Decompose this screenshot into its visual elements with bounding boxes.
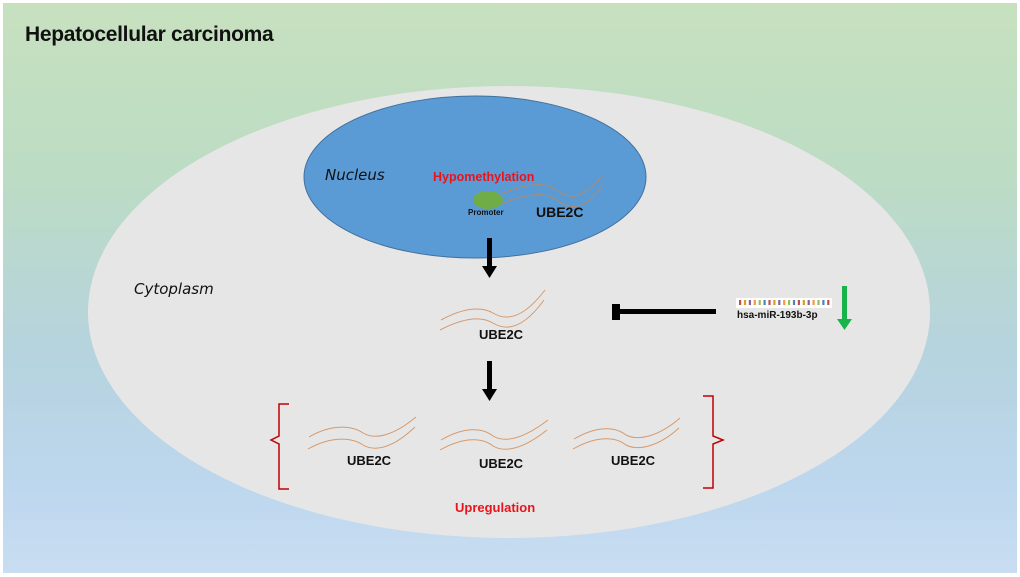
upregulated-mrna-1 [307,416,417,450]
down-arrow-2 [482,361,497,401]
upregulated-mrna-3 [572,417,681,450]
mirna-base [817,300,820,305]
mirna-base [792,300,796,305]
right-bracket [703,395,726,489]
mirna-base [807,300,810,305]
diagram-title: Hepatocellular carcinoma [25,23,274,46]
cell-ellipse [88,86,930,538]
mirna-icon [736,298,832,308]
inhibition-symbol [612,304,716,320]
mirna-base [739,300,742,305]
upregulated-gene-label-2: UBE2C [479,456,524,471]
mirna-base [748,300,751,305]
nucleus-label: Nucleus [325,166,385,184]
mirna-base [812,300,815,305]
nucleus-dna-strands [500,174,604,207]
upregulated-gene-label-3: UBE2C [611,453,656,468]
diagram-svg [88,86,930,538]
cytoplasm-gene-label: UBE2C [479,327,524,342]
nucleus-ellipse [303,95,647,259]
mirna-base [788,300,791,305]
mirna-base [758,300,761,305]
mirna-label: hsa-miR-193b-3p [737,310,818,321]
diagram-canvas: Hepatocellular carcinoma Nucleus Cytopla… [3,3,1017,573]
hypomethylation-label: Hypomethylation [433,170,535,184]
mirna-base [753,300,756,305]
promoter-shape [473,191,503,209]
mirna-base [802,300,805,305]
downregulation-arrow-icon [837,286,852,330]
mirna-base [778,300,781,305]
mirna-base [827,300,830,305]
promoter-label: Promoter [468,208,504,217]
mirna-base [743,300,747,305]
mirna-base [822,300,825,305]
cytoplasm-mrna-strands [439,289,546,331]
mirna-base [773,300,776,305]
upregulation-label: Upregulation [455,500,536,515]
mirna-base [768,300,771,305]
mirna-base [797,300,800,305]
mirna-base [763,300,766,305]
cytoplasm-label: Cytoplasm [134,280,214,298]
nucleus-gene-label: UBE2C [536,204,584,220]
upregulated-mrna-2 [439,419,549,451]
down-arrow-1 [482,238,497,278]
mirna-base [783,300,786,305]
left-bracket [269,403,289,490]
upregulated-gene-label-1: UBE2C [347,453,392,468]
